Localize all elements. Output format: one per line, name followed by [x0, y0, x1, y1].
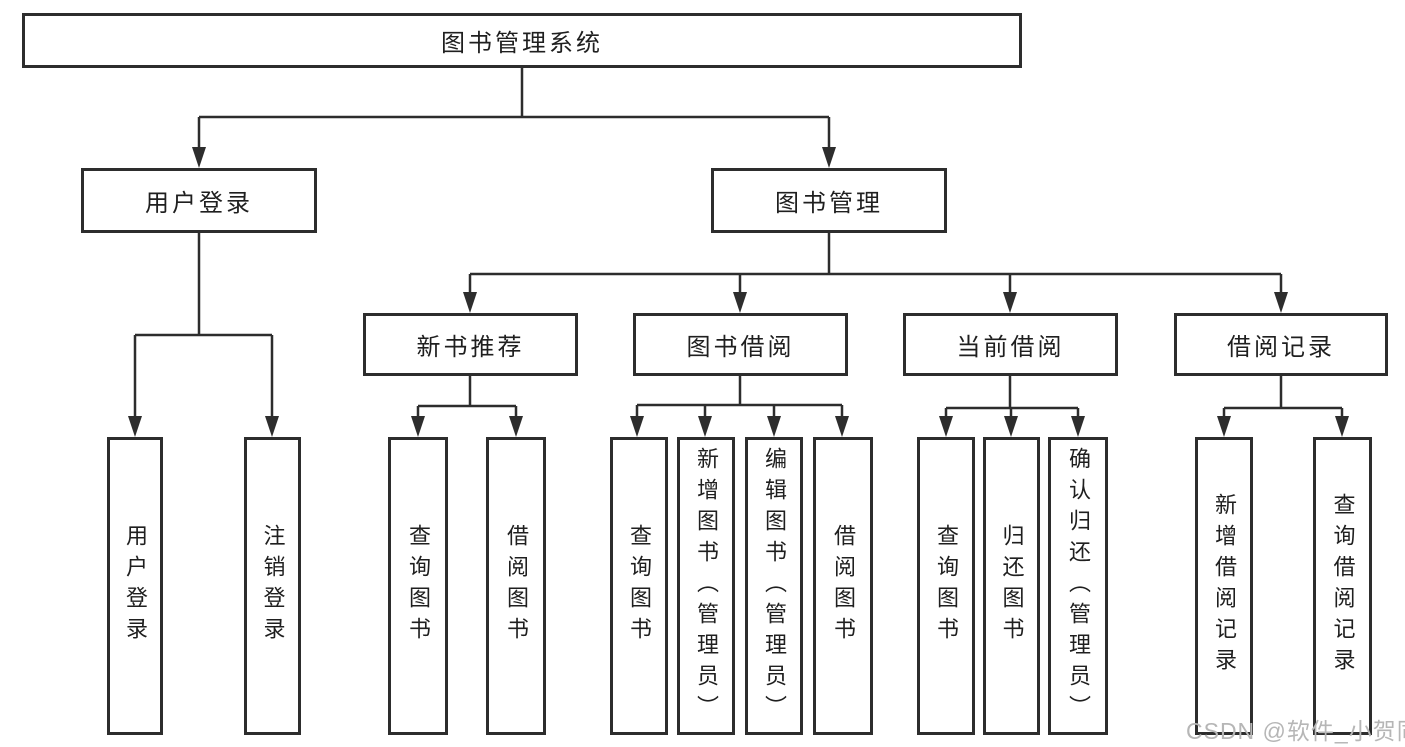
arrow-icon [463, 292, 477, 313]
leaf-edit-books-admin: 编辑图书（管理员） [745, 437, 803, 735]
leaf-query-books-borrow: 查询图书 [610, 437, 668, 735]
leaf-borrow-books: 借阅图书 [813, 437, 873, 735]
arrow-icon [939, 416, 953, 437]
node-new-book-recommend: 新书推荐 [363, 313, 578, 376]
leaf-user-login: 用户登录 [107, 437, 163, 735]
leaf-label: 查询图书 [406, 524, 431, 648]
arrow-icon [822, 147, 836, 168]
arrow-icon [1217, 416, 1231, 437]
leaf-label: 新增借阅记录 [1212, 493, 1237, 679]
node-borrow-records: 借阅记录 [1174, 313, 1388, 376]
leaf-label: 查询图书 [627, 524, 652, 648]
leaf-logout: 注销登录 [244, 437, 301, 735]
leaf-query-books-recommend: 查询图书 [388, 437, 448, 735]
arrow-icon [192, 147, 206, 168]
leaf-label: 注销登录 [260, 524, 286, 648]
arrow-icon [1004, 416, 1018, 437]
arrowheads [128, 147, 1349, 437]
connector-bookmgmt-to-level3 [468, 233, 1283, 297]
arrow-icon [128, 416, 142, 437]
leaf-query-books-current: 查询图书 [917, 437, 975, 735]
connector-bookborrow-to-leaves [635, 376, 844, 422]
arrow-icon [265, 416, 279, 437]
leaf-add-books-admin: 新增图书（管理员） [677, 437, 735, 735]
connector-currentborrow-to-leaves [944, 376, 1080, 422]
leaf-label: 归还图书 [999, 524, 1025, 648]
leaf-return-books: 归还图书 [983, 437, 1040, 735]
leaf-label: 编辑图书（管理员） [762, 446, 787, 726]
leaf-label: 新增图书（管理员） [694, 446, 719, 726]
connector-records-to-leaves [1222, 376, 1344, 422]
leaf-confirm-return-admin: 确认归还（管理员） [1048, 437, 1108, 735]
arrow-icon [835, 416, 849, 437]
connector-root-to-level2 [197, 68, 831, 152]
arrow-icon [767, 416, 781, 437]
arrow-icon [1071, 416, 1085, 437]
arrow-icon [411, 416, 425, 437]
leaf-label: 查询借阅记录 [1330, 493, 1356, 679]
arrow-icon [630, 416, 644, 437]
connector-newbook-to-leaves [416, 376, 518, 422]
leaf-label: 用户登录 [123, 524, 148, 648]
leaf-borrow-books-recommend: 借阅图书 [486, 437, 546, 735]
arrow-icon [509, 416, 523, 437]
leaf-label: 借阅图书 [504, 524, 529, 648]
arrow-icon [1335, 416, 1349, 437]
leaf-query-borrow-record: 查询借阅记录 [1313, 437, 1372, 735]
node-root-library-system: 图书管理系统 [22, 13, 1022, 68]
csdn-watermark: CSDN @软件_小贺同学 [1186, 718, 1405, 744]
arrow-icon [698, 416, 712, 437]
arrow-icon [733, 292, 747, 313]
leaf-label: 确认归还（管理员） [1066, 446, 1091, 726]
leaf-label: 借阅图书 [831, 524, 856, 648]
node-book-borrow: 图书借阅 [633, 313, 848, 376]
leaf-add-borrow-record: 新增借阅记录 [1195, 437, 1253, 735]
connector-userlogin-to-leaves [133, 233, 274, 422]
node-book-management: 图书管理 [711, 168, 947, 233]
leaf-label: 查询图书 [934, 524, 959, 648]
arrow-icon [1274, 292, 1288, 313]
arrow-icon [1003, 292, 1017, 313]
node-user-login: 用户登录 [81, 168, 317, 233]
node-current-borrow: 当前借阅 [903, 313, 1118, 376]
